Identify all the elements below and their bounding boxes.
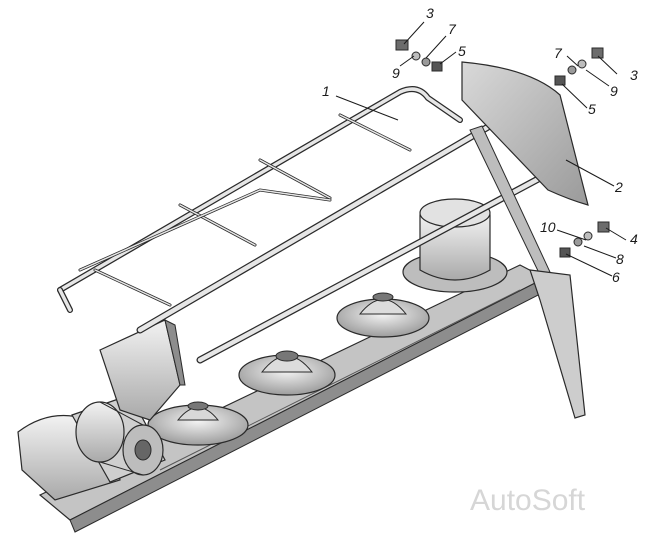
callout-5-right: 5 xyxy=(588,101,596,117)
callout-7-left: 7 xyxy=(448,21,457,37)
side-shield xyxy=(461,61,589,206)
cutting-disc xyxy=(336,292,430,338)
drum-housing xyxy=(402,198,508,293)
fastener-set-top-right xyxy=(554,47,604,86)
fastener-set-top-left xyxy=(395,39,443,72)
callout-1: 1 xyxy=(322,83,330,99)
callout-4: 4 xyxy=(630,231,638,247)
drive-pulley-gearbox xyxy=(71,394,166,483)
fastener-set-mid-right xyxy=(559,221,610,258)
callout-3-left: 3 xyxy=(426,5,434,21)
callout-9-left: 9 xyxy=(392,65,400,81)
cutting-disc xyxy=(238,350,336,396)
callout-8: 8 xyxy=(616,251,624,267)
callout-7-right: 7 xyxy=(554,45,563,61)
watermark: AutoSoft xyxy=(470,484,586,517)
leader-lines xyxy=(335,21,627,277)
callout-3-right: 3 xyxy=(630,67,638,83)
callout-10: 10 xyxy=(540,219,556,235)
right-deflector xyxy=(529,269,586,419)
callout-6: 6 xyxy=(612,269,620,285)
callout-5-left: 5 xyxy=(458,43,466,59)
cutting-disc xyxy=(147,401,249,446)
callout-2: 2 xyxy=(614,179,623,195)
callout-9-right: 9 xyxy=(610,83,618,99)
